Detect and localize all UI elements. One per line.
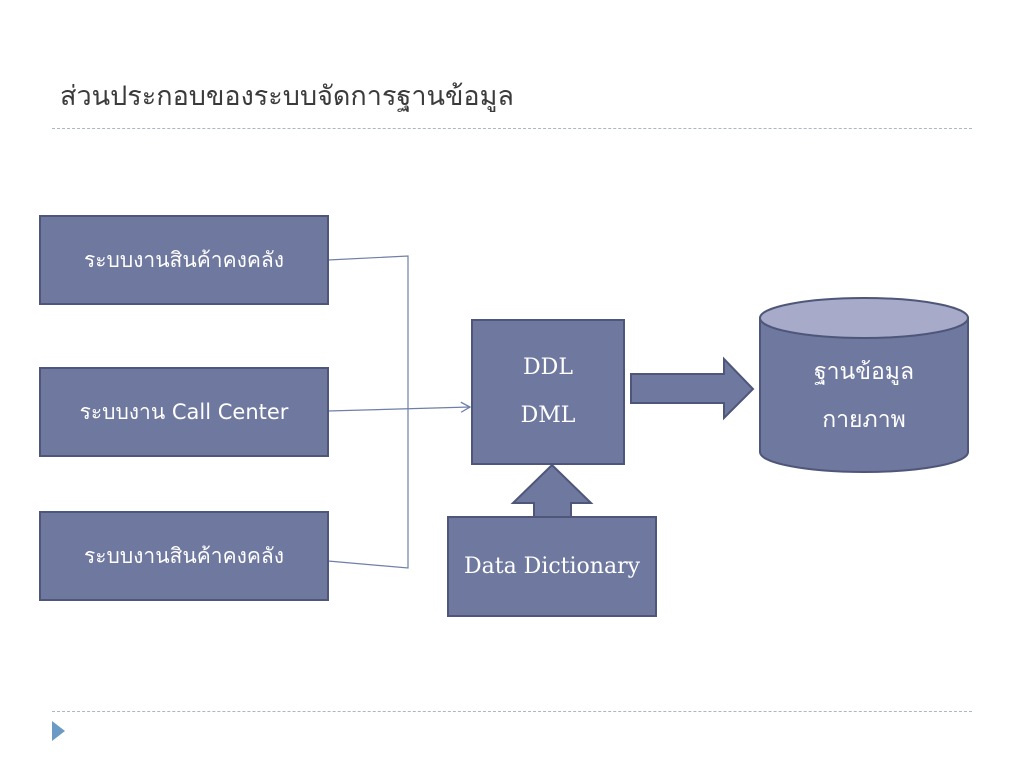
- source-system-label: ระบบงานสินค้าคงคลัง: [83, 247, 285, 272]
- source-system-inventory-2: ระบบงานสินค้าคงคลัง: [39, 511, 329, 601]
- footer-divider: [52, 711, 972, 712]
- database-label-line-1: ฐานข้อมูล: [813, 359, 915, 385]
- block-arrow-up: [510, 463, 594, 518]
- ddl-label: DDL: [523, 355, 573, 380]
- source-system-call-center: ระบบงาน Call Center: [39, 367, 329, 457]
- source-system-inventory-1: ระบบงานสินค้าคงคลัง: [39, 215, 329, 305]
- connector-top: [327, 255, 409, 569]
- data-dictionary-label: Data Dictionary: [463, 554, 641, 579]
- title-divider: [52, 128, 972, 129]
- data-dictionary-box: Data Dictionary: [447, 516, 657, 617]
- connector-middle: [327, 401, 472, 413]
- dbms-box: DDL DML: [471, 319, 625, 465]
- play-triangle-icon: [52, 721, 65, 741]
- source-system-label: ระบบงาน Call Center: [79, 399, 289, 424]
- block-arrow-right: [630, 356, 755, 421]
- database-label-line-2: กายภาพ: [822, 407, 906, 433]
- dml-label: DML: [520, 403, 576, 428]
- database-cylinder: [759, 297, 969, 473]
- physical-database-label: ฐานข้อมูล กายภาพ: [762, 348, 966, 444]
- source-system-label: ระบบงานสินค้าคงคลัง: [83, 543, 285, 568]
- slide-title: ส่วนประกอบของระบบจัดการฐานข้อมูล: [60, 81, 514, 112]
